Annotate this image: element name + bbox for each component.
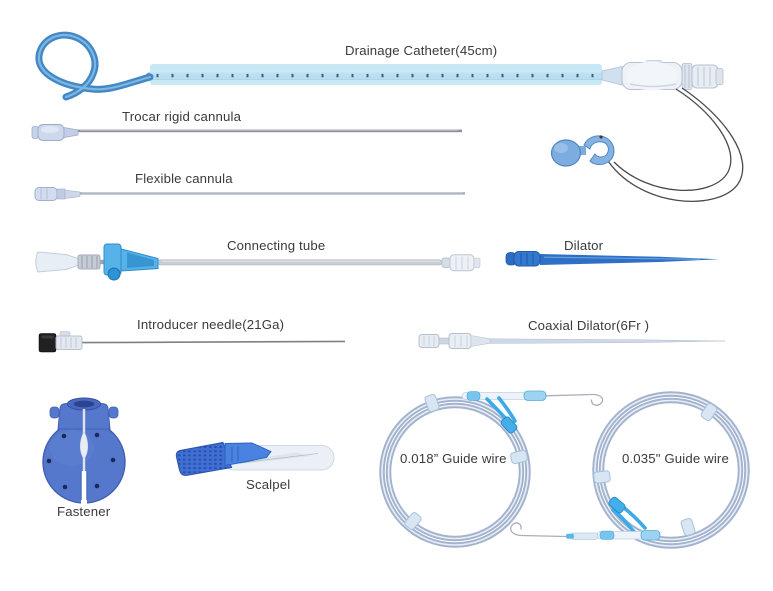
- label-flexible-cannula: Flexible cannula: [135, 171, 233, 186]
- drainage-catheter-graphic: [35, 31, 744, 202]
- guide-wire-035-graphic: [592, 391, 750, 549]
- label-guide-wire-018: 0.018” Guide wire: [400, 451, 507, 466]
- label-guide-wire-035: 0.035" Guide wire: [622, 451, 729, 466]
- label-fastener: Fastener: [57, 504, 111, 519]
- trocar-rigid-cannula-graphic: [31, 124, 462, 141]
- connecting-tube-graphic: [35, 243, 481, 281]
- label-dilator: Dilator: [564, 238, 604, 253]
- introducer-needle-graphic: [38, 331, 346, 353]
- flexible-cannula-graphic: [34, 187, 465, 201]
- coaxial-dilator-graphic: [418, 333, 726, 349]
- label-drainage-catheter: Drainage Catheter(45cm): [345, 43, 498, 58]
- scalpel-graphic: [175, 441, 335, 476]
- guide-wire-018-fittings: [461, 390, 604, 434]
- fastener-graphic: [42, 397, 126, 504]
- label-coaxial-dilator: Coaxial Dilator(6Fr ): [528, 318, 650, 333]
- guide-wire-035-fittings: [510, 496, 661, 541]
- label-trocar-rigid-cannula: Trocar rigid cannula: [122, 109, 242, 124]
- label-scalpel: Scalpel: [246, 477, 291, 492]
- guide-wire-018-graphic: [379, 393, 531, 548]
- label-connecting-tube: Connecting tube: [227, 238, 326, 253]
- dilator-graphic: [505, 251, 719, 267]
- label-introducer-needle: Introducer needle(21Ga): [137, 317, 285, 332]
